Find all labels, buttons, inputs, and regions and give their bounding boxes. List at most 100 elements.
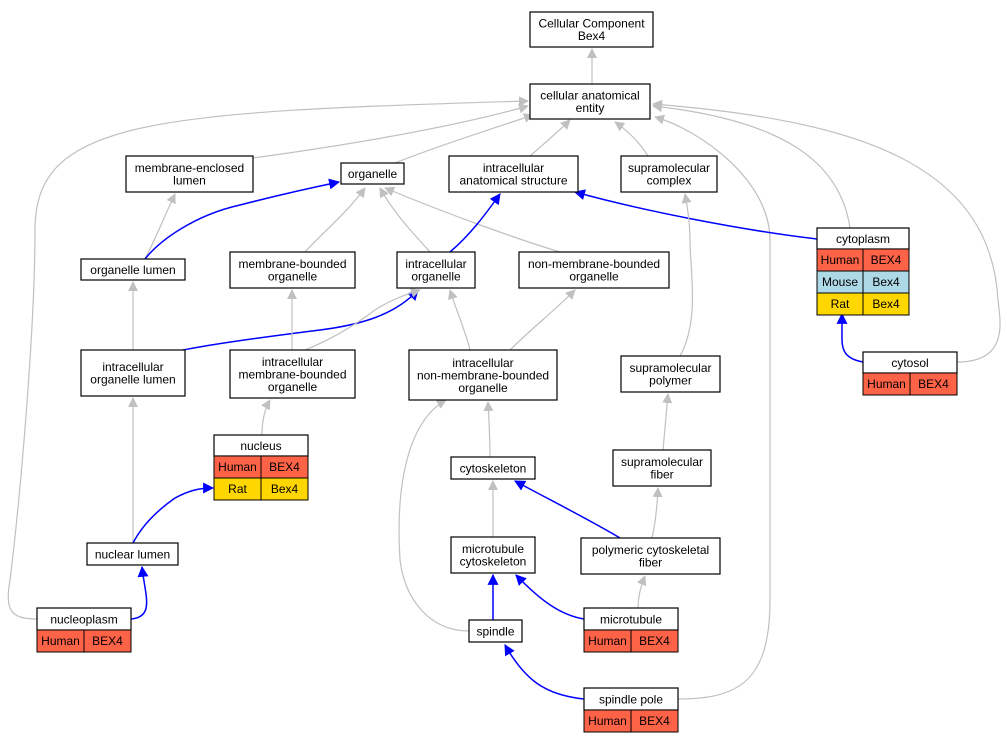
node-box[interactable] [408, 349, 558, 401]
edge-microtubule-to-mtc [515, 574, 585, 620]
node-label: non-membrane-bounded [528, 257, 660, 271]
node-label: cellular anatomical [540, 89, 639, 103]
edge-nl-to-nucleus [132, 482, 215, 544]
node-nl[interactable]: nuclear lumen [86, 542, 179, 566]
node-spindle[interactable]: spindle [468, 619, 523, 643]
node-label: non-membrane-bounded [417, 368, 549, 382]
node-label: organelle [569, 270, 619, 284]
node-box[interactable] [80, 258, 186, 281]
edge-ias-to-cae [529, 119, 571, 157]
edge-imbo-to-io [304, 288, 421, 351]
gene-cell [83, 629, 132, 653]
gene-cell [630, 709, 679, 733]
species-label: Human [821, 253, 860, 267]
gene-label: BEX4 [871, 253, 902, 267]
node-label: spindle [476, 624, 514, 638]
gene-label: Bex4 [872, 297, 900, 311]
node-box[interactable] [620, 355, 721, 393]
node-inmbo[interactable]: intracellularnon-membrane-boundedorganel… [408, 349, 558, 401]
node-label: organelle [458, 381, 508, 395]
node-label: Cellular Component [538, 17, 645, 31]
node-label: organelle [268, 270, 318, 284]
gene-label: Bex4 [872, 275, 900, 289]
node-label: organelle [348, 167, 398, 181]
node-box[interactable] [529, 11, 654, 48]
edge-ol-to-organelle [144, 178, 341, 260]
node-box[interactable] [518, 251, 670, 289]
edge-nucleoplasm-to-cae [7, 96, 529, 620]
edge-nmbo-to-organelle [384, 186, 561, 253]
node-label: entity [576, 101, 605, 115]
node-box[interactable] [80, 349, 186, 397]
node-box[interactable] [340, 162, 405, 185]
node-label: organelle lumen [90, 263, 175, 277]
gene-cell [909, 372, 958, 396]
edge-pcf-to-cytoskeleton [514, 480, 621, 539]
gene-cell [260, 477, 309, 501]
node-box[interactable] [125, 155, 254, 193]
node-ol[interactable]: organelle lumen [80, 258, 186, 281]
node-box[interactable] [396, 251, 476, 289]
edge-organelle-to-cae [394, 113, 534, 164]
edge-mel-to-cae [252, 103, 529, 159]
node-label: intracellular [452, 356, 513, 370]
edge-io-to-ias [449, 193, 501, 253]
edge-mbo-to-organelle [304, 187, 366, 253]
edge-cytoplasm-to-cae [652, 102, 851, 229]
edge-smc-to-cae [614, 121, 649, 157]
node-box[interactable] [450, 456, 536, 480]
edge-nucleus-to-imbo [261, 399, 271, 436]
species-label: Rat [831, 297, 850, 311]
edge-nucleoplasm-to-nl [130, 565, 149, 620]
node-box[interactable] [529, 83, 651, 120]
node-label: nucleoplasm [50, 612, 117, 626]
node-box[interactable] [468, 619, 523, 643]
node-box[interactable] [580, 537, 721, 575]
node-box[interactable] [612, 449, 712, 487]
node-label: cytoskeleton [460, 461, 527, 475]
node-label: intracellular [483, 161, 544, 175]
node-label: polymeric cytoskeletal [592, 543, 709, 557]
node-label: anatomical structure [459, 174, 567, 188]
node-box[interactable] [229, 251, 356, 289]
node-cytoskeleton[interactable]: cytoskeleton [450, 456, 536, 480]
node-label: cytosol [891, 356, 928, 370]
edge-cytosol-to-cytoplasm [836, 312, 864, 363]
node-label: supramolecular [629, 361, 711, 375]
node-box[interactable] [448, 155, 579, 193]
node-box[interactable] [620, 155, 718, 193]
node-box[interactable] [450, 536, 536, 574]
node-label: intracellular [262, 355, 323, 369]
node-label: nucleus [240, 439, 281, 453]
node-label: intracellular [405, 257, 466, 271]
gene-cell [862, 292, 910, 316]
node-label: organelle lumen [90, 373, 175, 387]
edge-cytoskeleton-to-inmbo [483, 401, 494, 458]
node-box[interactable] [229, 349, 356, 399]
node-box[interactable] [86, 542, 179, 566]
node-organelle[interactable]: organelle [340, 162, 405, 185]
edge-pcf-to-smf [651, 487, 663, 539]
edge-cytoplasm-to-ias [573, 189, 818, 240]
